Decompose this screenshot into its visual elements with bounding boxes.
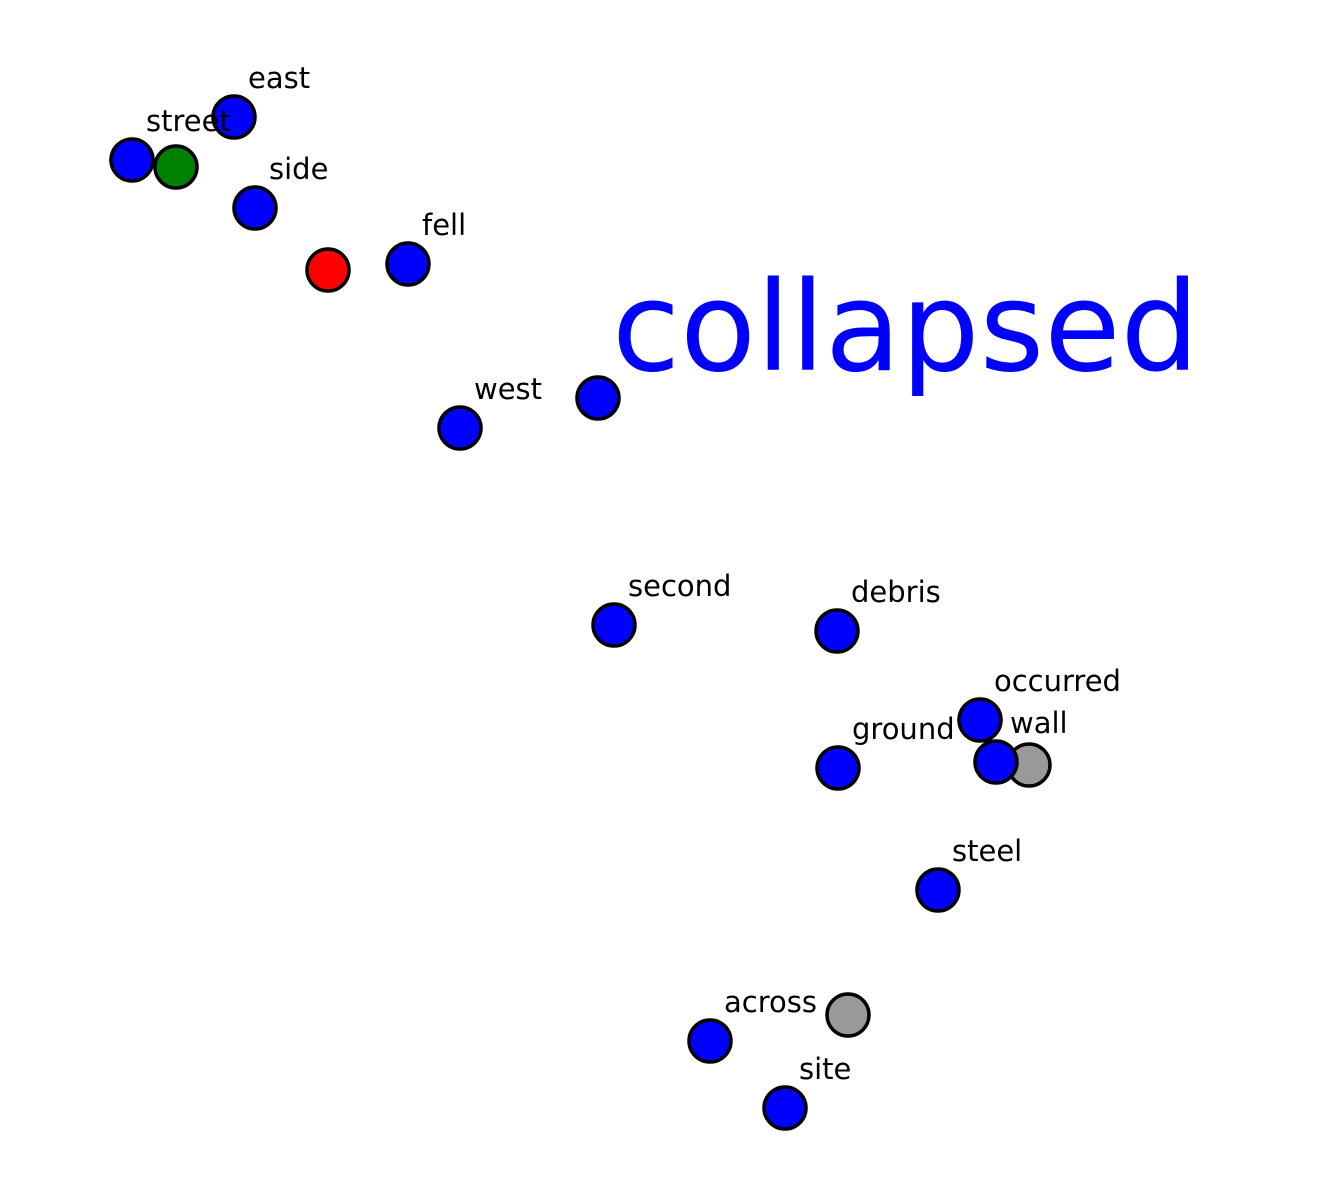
data-point-side xyxy=(232,185,278,231)
data-point-highlight-2 xyxy=(153,144,199,190)
point-label-east: east xyxy=(248,61,310,95)
point-label-across: across xyxy=(724,985,817,1019)
point-label-fell: fell xyxy=(422,208,466,242)
data-point-west xyxy=(437,405,483,451)
point-label-west: west xyxy=(474,372,542,406)
point-label-wall: wall xyxy=(1010,706,1068,740)
data-point-fell xyxy=(385,241,431,287)
point-label-ground: ground xyxy=(852,712,955,746)
data-point-debris xyxy=(814,608,860,654)
data-point-across xyxy=(687,1018,733,1064)
data-point-ground xyxy=(815,745,861,791)
point-label-occurred: occurred xyxy=(994,664,1121,698)
data-point-site xyxy=(762,1085,808,1131)
point-label-debris: debris xyxy=(851,575,941,609)
data-point-street xyxy=(109,137,155,183)
point-label-second: second xyxy=(628,569,731,603)
data-point-steel xyxy=(915,867,961,913)
point-label-street: street xyxy=(146,104,231,138)
labels-layer: east street side fell west second debris occurr… xyxy=(146,61,1121,1086)
chart-title: collapsed xyxy=(612,256,1199,400)
data-point-east xyxy=(211,94,257,140)
data-point-query-5 xyxy=(305,247,351,293)
data-point-neighbor-15 xyxy=(825,992,871,1038)
data-point-wall xyxy=(973,739,1019,785)
data-point-occurred xyxy=(957,697,1003,743)
point-label-steel: steel xyxy=(952,834,1022,868)
points-layer xyxy=(109,94,1052,1131)
data-point-second xyxy=(591,602,637,648)
point-label-site: site xyxy=(799,1052,851,1086)
data-point-word-6 xyxy=(575,375,621,421)
point-label-side: side xyxy=(269,152,328,186)
